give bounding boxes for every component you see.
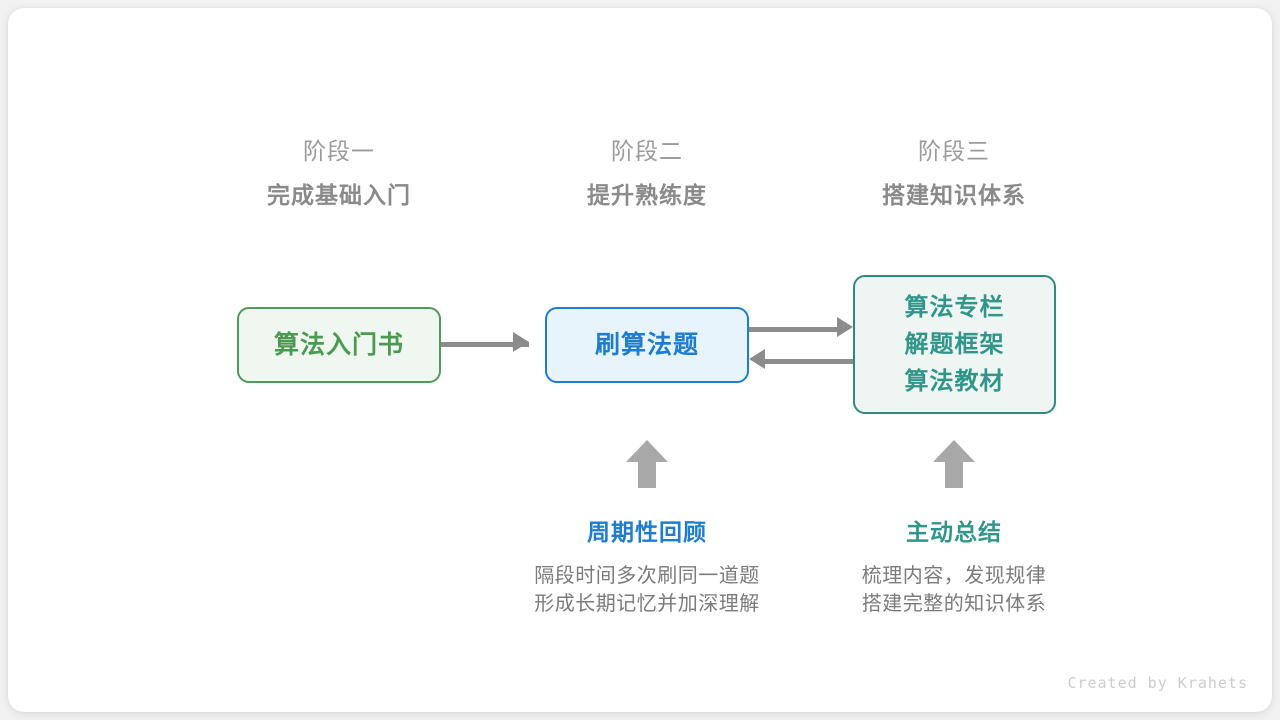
connector-resources-to-practice-line	[765, 359, 853, 364]
node-label-resources-1: 算法专栏	[904, 294, 1005, 321]
arrow-up-head	[933, 440, 975, 462]
arrow-left-icon	[749, 349, 765, 369]
phase-title-1: 完成基础入门	[267, 182, 411, 208]
phase-stage-label-1: 阶段一	[303, 138, 375, 164]
node-label-resources-3: 算法教材	[904, 368, 1005, 395]
annotation-title-summary: 主动总结	[906, 519, 1002, 545]
arrow-up-shaft	[945, 460, 963, 488]
arrow-up-icon	[933, 440, 975, 488]
diagram-canvas: 阶段一 完成基础入门 阶段二 提升熟练度 阶段三 搭建知识体系 算法入门书 刷算…	[8, 8, 1272, 712]
node-label-book: 算法入门书	[273, 330, 404, 359]
arrow-right-icon	[513, 332, 529, 352]
annotation-desc-summary-line-1: 梳理内容，发现规律	[861, 565, 1047, 587]
node-learning-resources: 算法专栏 解题框架 算法教材	[853, 275, 1056, 414]
node-label-practice: 刷算法题	[594, 330, 699, 359]
arrow-up-head	[626, 440, 668, 462]
annotation-desc-summary: 梳理内容，发现规律 搭建完整的知识体系	[794, 562, 1114, 618]
arrow-up-icon	[626, 440, 668, 488]
phase-column-1: 阶段一 完成基础入门	[209, 136, 469, 212]
annotation-periodic-review: 周期性回顾 隔段时间多次刷同一道题 形成长期记忆并加深理解	[487, 516, 807, 618]
credit-text: Created by Krahets	[1067, 674, 1248, 692]
phase-stage-label-2: 阶段二	[611, 138, 683, 164]
arrow-up-shaft	[638, 460, 656, 488]
connector-book-to-practice-line	[441, 342, 529, 347]
annotation-title-review: 周期性回顾	[587, 519, 707, 545]
phase-title-2: 提升熟练度	[587, 182, 707, 208]
annotation-desc-review: 隔段时间多次刷同一道题 形成长期记忆并加深理解	[487, 562, 807, 618]
node-algorithm-intro-book: 算法入门书	[237, 307, 441, 383]
phase-stage-label-3: 阶段三	[918, 138, 990, 164]
arrow-right-icon	[837, 317, 853, 337]
node-label-resources-2: 解题框架	[904, 331, 1005, 358]
phase-title-3: 搭建知识体系	[882, 182, 1026, 208]
annotation-desc-review-line-2: 形成长期记忆并加深理解	[534, 593, 760, 615]
connector-practice-to-resources-line	[749, 327, 838, 332]
phase-column-2: 阶段二 提升熟练度	[517, 136, 777, 212]
node-practice-problems: 刷算法题	[545, 307, 749, 383]
annotation-active-summary: 主动总结 梳理内容，发现规律 搭建完整的知识体系	[794, 516, 1114, 618]
annotation-desc-summary-line-2: 搭建完整的知识体系	[861, 593, 1047, 615]
annotation-desc-review-line-1: 隔段时间多次刷同一道题	[534, 565, 760, 587]
phase-column-3: 阶段三 搭建知识体系	[824, 136, 1084, 212]
